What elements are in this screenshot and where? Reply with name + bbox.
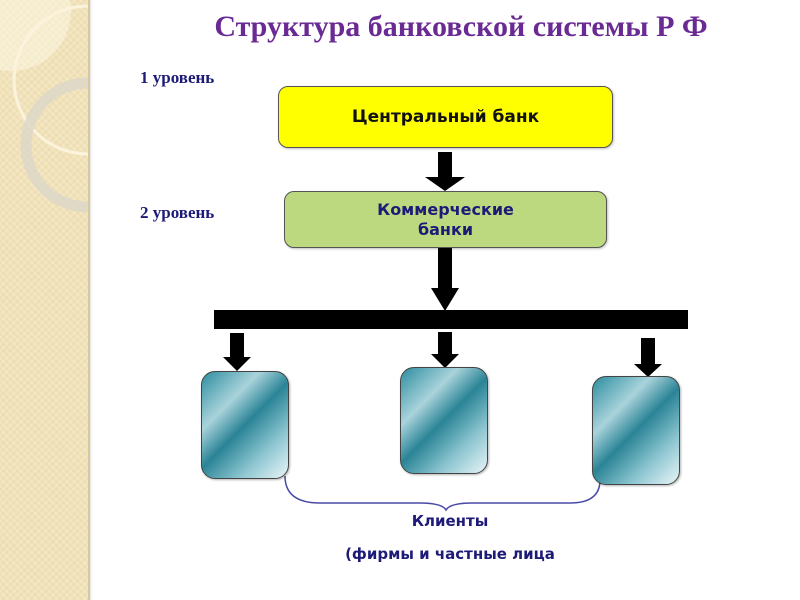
client-box-2 — [400, 367, 488, 474]
clients-sublabel: (фирмы и частные лица — [345, 545, 555, 563]
client-box-3 — [592, 376, 680, 485]
commercial-banks-label-line1: Коммерческие — [377, 199, 514, 219]
level-2-label: 2 уровень — [140, 203, 215, 222]
level-1-label: 1 уровень — [140, 68, 215, 87]
distribution-bar — [214, 310, 688, 329]
decorative-circles-icon — [0, 0, 88, 213]
decorative-side-strip — [0, 0, 90, 600]
central-bank-label: Центральный банк — [351, 107, 540, 127]
commercial-banks-label-line2: банки — [417, 219, 474, 239]
client-box-1 — [201, 371, 289, 479]
down-arrow-icon — [431, 248, 459, 311]
commercial-banks-box: Коммерческие банки — [284, 191, 607, 248]
slide-title: Структура банковской системы Р Ф — [214, 10, 708, 43]
down-arrow-icon — [223, 333, 251, 371]
central-bank-box: Центральный банк — [278, 86, 613, 148]
down-arrow-icon — [425, 152, 465, 191]
curly-brace-icon — [284, 475, 601, 512]
clients-label: Клиенты — [411, 512, 489, 530]
down-arrow-icon — [431, 332, 459, 368]
down-arrow-icon — [634, 338, 662, 377]
